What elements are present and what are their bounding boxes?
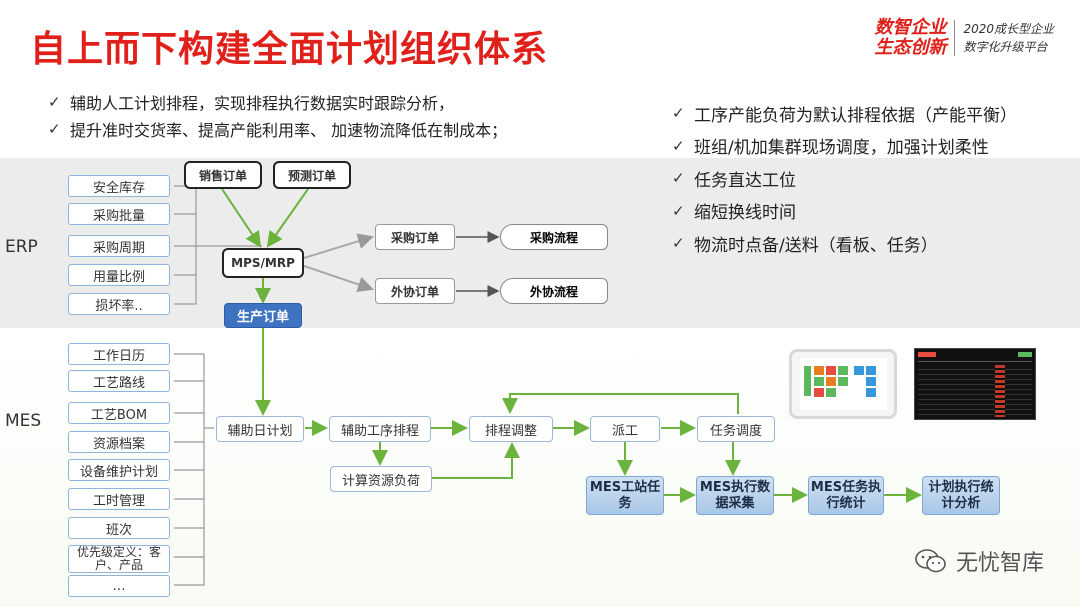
outsource-flow-box: 外协流程	[500, 278, 608, 304]
dashboard-image	[914, 348, 1036, 420]
bullet-item: ✓任务直达工位	[672, 169, 796, 191]
dispatch-box: 派工	[590, 416, 660, 442]
erp-input-safety-stock: 安全库存	[68, 175, 170, 197]
purchase-order-box: 采购订单	[375, 224, 455, 250]
erp-input-purchase-cycle: 采购周期	[68, 235, 170, 257]
bullet-item: ✓提升准时交货率、提高产能利用率、 加速物流降低在制成本；	[48, 119, 508, 140]
watermark: 无忧智库	[914, 545, 1044, 577]
mes-label: MES	[5, 411, 42, 431]
mes-input-shift: 班次	[68, 517, 170, 539]
mes-input-more: …	[68, 575, 170, 597]
check-icon: ✓	[672, 169, 685, 188]
bullet-item: ✓物流时点备/送料（看板、任务）	[672, 234, 938, 256]
outsource-order-box: 外协订单	[375, 278, 455, 304]
erp-input-purchase-batch: 采购批量	[68, 203, 170, 225]
forecast-order-box: 预测订单	[273, 161, 351, 189]
page-title: 自上而下构建全面计划组织体系	[30, 29, 549, 70]
purchase-flow-box: 采购流程	[500, 224, 608, 250]
check-icon: ✓	[672, 234, 685, 253]
mes-input-work-hours: 工时管理	[68, 488, 170, 510]
check-icon: ✓	[48, 92, 61, 111]
check-icon: ✓	[672, 104, 685, 123]
mes-input-maintenance-plan: 设备维护计划	[68, 459, 170, 481]
brand-logo: 数智企业 生态创新 2020成长型企业 数字化升级平台	[874, 18, 1054, 58]
mes-input-priority: 优先级定义：客户、产品	[68, 545, 170, 573]
erp-label: ERP	[5, 237, 38, 257]
brand-divider	[954, 20, 956, 56]
tablet-screen	[800, 358, 887, 410]
mes-band	[0, 328, 1080, 607]
schedule-adjust-box: 排程调整	[469, 416, 553, 442]
plan-analysis-box: 计划执行统计分析	[922, 476, 1000, 515]
brand-name: 数智企业 生态创新	[874, 17, 947, 58]
sales-order-box: 销售订单	[184, 161, 262, 189]
mes-input-work-calendar: 工作日历	[68, 343, 170, 365]
bullet-item: ✓辅助人工计划排程，实现排程执行数据实时跟踪分析，	[48, 92, 455, 113]
bullet-item: ✓班组/机加集群现场调度，加强计划柔性	[672, 136, 989, 159]
process-schedule-box: 辅助工序排程	[329, 416, 431, 442]
erp-input-usage-ratio: 用量比例	[68, 264, 170, 286]
task-dispatch-box: 任务调度	[697, 416, 775, 442]
mes-input-process-bom: 工艺BOM	[68, 402, 170, 424]
resource-load-box: 计算资源负荷	[330, 466, 432, 492]
bullet-item: ✓工序产能负荷为默认排程依据（产能平衡）	[672, 104, 1017, 126]
production-order-box: 生产订单	[224, 303, 302, 328]
check-icon: ✓	[672, 201, 685, 220]
daily-plan-box: 辅助日计划	[216, 416, 304, 442]
mes-input-process-route: 工艺路线	[68, 370, 170, 392]
bullet-item: ✓缩短换线时间	[672, 201, 796, 224]
check-icon: ✓	[672, 136, 685, 155]
task-stats-box: MES任务执行统计	[808, 476, 884, 515]
erp-input-damage-rate: 损坏率..	[68, 293, 170, 315]
left-bullet-list: ✓辅助人工计划排程，实现排程执行数据实时跟踪分析， ✓提升准时交货率、提高产能利…	[48, 88, 507, 142]
mps-mrp-box: MPS/MRP	[222, 248, 304, 278]
right-bullet-list: ✓工序产能负荷为默认排程依据（产能平衡） ✓班组/机加集群现场调度，加强计划柔性…	[672, 97, 1017, 260]
tablet-image	[789, 349, 897, 419]
check-icon: ✓	[48, 119, 61, 138]
brand-subtitle: 2020成长型企业 数字化升级平台	[963, 22, 1054, 54]
exec-collect-box: MES执行数据采集	[696, 476, 774, 515]
wechat-icon	[914, 548, 948, 574]
station-task-box: MES工站任务	[586, 476, 664, 515]
mes-input-resource-file: 资源档案	[68, 431, 170, 453]
